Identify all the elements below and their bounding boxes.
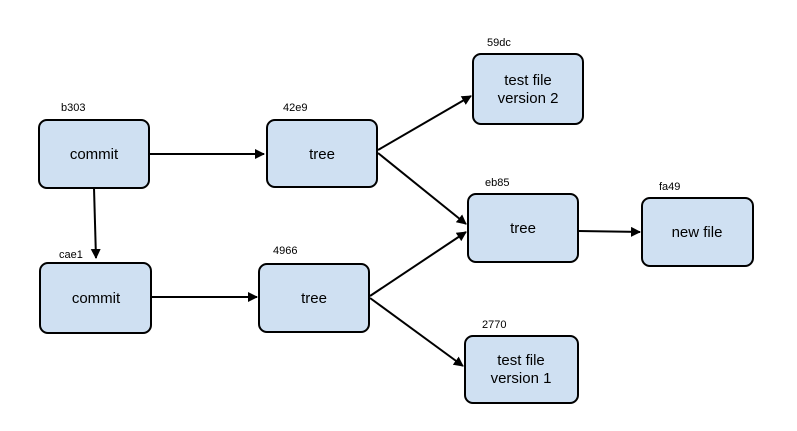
node-hash-42e9: 42e9	[283, 102, 307, 114]
edge-tree-4966-to-tree-eb85	[369, 231, 467, 297]
node-label-commit-cae1: commit	[72, 290, 121, 307]
node-hash-59dc: 59dc	[487, 37, 511, 49]
node-tree-eb85: eb85 tree	[467, 177, 579, 263]
node-blob-fa49: fa49 new file	[641, 181, 754, 267]
node-hash-4966: 4966	[273, 245, 297, 257]
edge-tree-eb85-to-blob-fa49	[577, 226, 641, 237]
node-label-blob-59dc-line2: version 2	[498, 90, 559, 107]
edge-tree-42e9-to-tree-eb85	[377, 152, 467, 225]
node-box-tree-42e9	[266, 119, 378, 188]
node-commit-cae1: cae1 commit	[39, 249, 152, 334]
node-blob-2770: 2770 test file version 1	[464, 319, 579, 404]
node-commit-b303: b303 commit	[38, 102, 150, 189]
node-label-blob-59dc-line1: test file	[504, 72, 552, 89]
edge-commit-b303-to-commit-cae1	[90, 187, 101, 259]
node-box-blob-fa49	[641, 197, 754, 267]
node-hash-2770: 2770	[482, 319, 506, 331]
node-blob-59dc: 59dc test file version 2	[472, 37, 584, 125]
node-label-commit-b303: commit	[70, 146, 119, 163]
node-tree-42e9: 42e9 tree	[266, 102, 378, 188]
edges	[90, 95, 641, 367]
node-box-commit-cae1	[39, 262, 152, 334]
node-label-tree-42e9: tree	[309, 146, 335, 163]
node-hash-fa49: fa49	[659, 181, 680, 193]
node-box-tree-eb85	[467, 193, 579, 263]
node-label-blob-fa49: new file	[672, 224, 723, 241]
node-label-blob-2770-line2: version 1	[491, 370, 552, 387]
edge-tree-4966-to-blob-2770	[369, 297, 464, 367]
node-hash-b303: b303	[61, 102, 85, 114]
node-box-blob-59dc	[472, 53, 584, 125]
node-box-commit-b303	[38, 119, 150, 189]
edge-tree-42e9-to-blob-59dc	[377, 95, 472, 151]
node-tree-4966: 4966 tree	[258, 245, 370, 333]
node-hash-eb85: eb85	[485, 177, 509, 189]
node-hash-cae1: cae1	[59, 249, 83, 261]
node-label-blob-2770-line1: test file	[497, 352, 545, 369]
node-box-tree-4966	[258, 263, 370, 333]
node-label-tree-4966: tree	[301, 290, 327, 307]
node-label-tree-eb85: tree	[510, 220, 536, 237]
node-box-blob-2770	[464, 335, 579, 404]
